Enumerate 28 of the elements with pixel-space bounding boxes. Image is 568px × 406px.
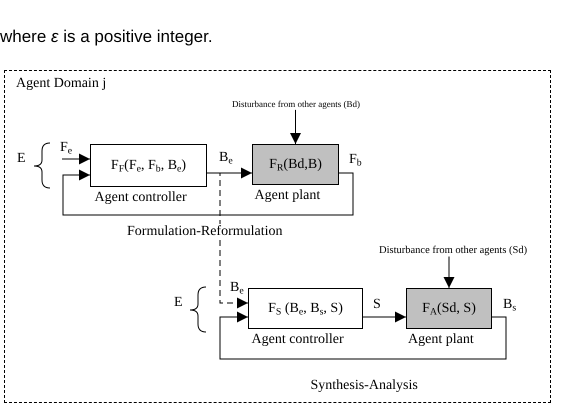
process-box: F$_{S}$ (B$_{e}$, B$_{s}$, S) bbox=[248, 288, 363, 329]
input-label: E bbox=[174, 295, 183, 310]
block-caption: Agent plant bbox=[408, 332, 474, 348]
dashed-frame bbox=[4, 70, 551, 403]
dashed-arrow bbox=[206, 172, 248, 308]
arrow bbox=[62, 154, 90, 164]
feedback-arrow bbox=[62, 170, 354, 216]
edge-label: F$_{b}$ bbox=[349, 152, 362, 168]
edge-label: B$_{e}$ bbox=[219, 150, 233, 166]
arrow bbox=[290, 109, 301, 144]
edge-label: F$_{e}$ bbox=[60, 140, 72, 156]
block-caption: Agent plant bbox=[254, 188, 320, 204]
block-caption: Agent controller bbox=[94, 190, 187, 206]
body-text: where ε is a positive integer. bbox=[0, 28, 213, 47]
process-box: F$_{A}$(Sd, S) bbox=[406, 288, 492, 329]
disturbance-label: Disturbance from other agents (Sd) bbox=[379, 245, 528, 257]
arrow bbox=[362, 312, 406, 322]
feedback-arrow bbox=[220, 312, 506, 360]
arrow bbox=[444, 256, 454, 288]
edge-label: B$_{e}$ bbox=[230, 280, 244, 296]
loop-caption: Synthesis-Analysis bbox=[310, 378, 418, 394]
disturbance-label: Disturbance from other agents (Bd) bbox=[232, 100, 360, 110]
frame-title: Agent Domain j bbox=[16, 76, 106, 92]
process-box: F$_{R}$(Bd,B) bbox=[252, 144, 339, 185]
block-caption: Agent controller bbox=[252, 332, 344, 348]
process-box: F$_{F}$(F$_{e}$, F$_{b}$, B$_{e}$) bbox=[90, 144, 207, 187]
edge-label: B$_{s}$ bbox=[503, 297, 516, 312]
input-label: E bbox=[17, 151, 26, 166]
